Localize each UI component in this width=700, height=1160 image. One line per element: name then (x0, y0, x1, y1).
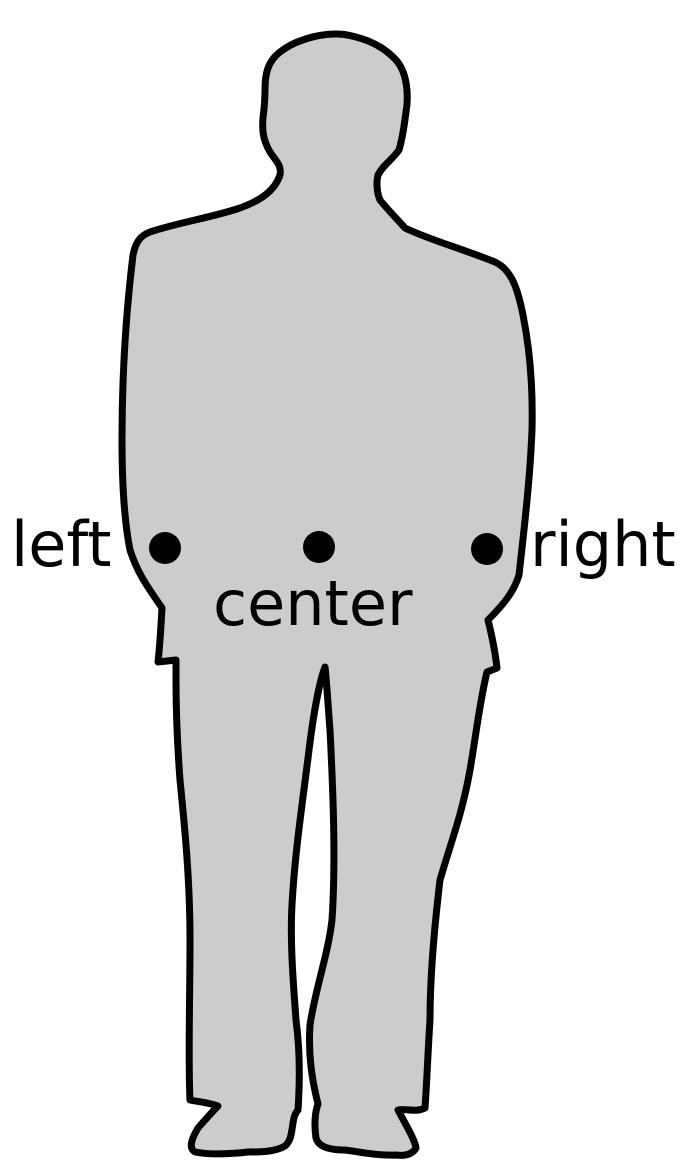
center-label: center (213, 567, 413, 640)
left-label: left (11, 508, 111, 581)
right-point-marker (471, 533, 503, 565)
left-point-marker (149, 532, 181, 564)
center-point-marker (303, 531, 335, 563)
right-label: right (530, 508, 676, 581)
